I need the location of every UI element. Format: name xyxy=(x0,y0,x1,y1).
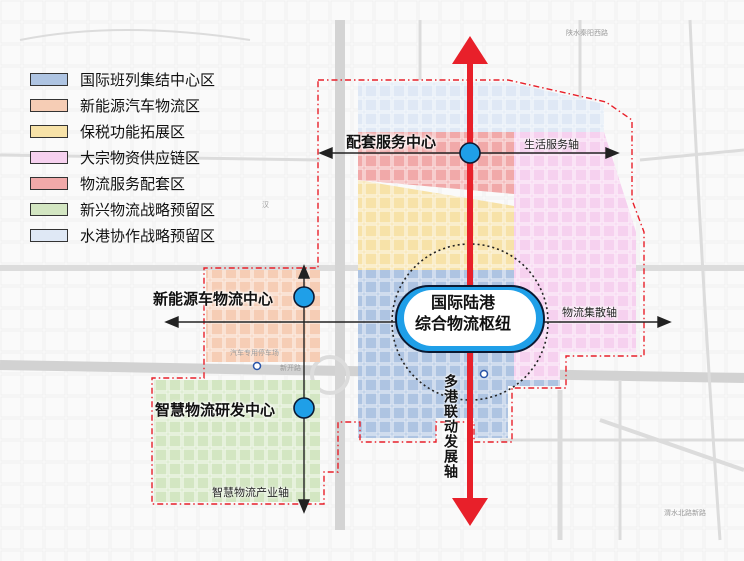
legend-label: 国际班列集结中心区 xyxy=(80,70,216,89)
legend-swatch xyxy=(30,202,68,216)
legend-label: 物流服务配套区 xyxy=(80,174,186,193)
legend-item: 新兴物流战略预留区 xyxy=(30,196,215,222)
legend-item: 物流服务配套区 xyxy=(30,170,215,196)
map-label-auto-park: 汽车专用停车场 xyxy=(230,349,279,357)
legend-item: 新能源汽车物流区 xyxy=(30,92,215,118)
legend-label: 大宗物资供应链区 xyxy=(80,148,201,167)
legend-label: 水港协作战略预留区 xyxy=(80,226,216,245)
hub-label: 国际陆港 综合物流枢纽 xyxy=(404,292,522,334)
nev-center-label: 新能源车物流中心 xyxy=(153,290,274,308)
station-marker xyxy=(252,361,262,371)
legend-swatch xyxy=(30,228,68,242)
legend-swatch xyxy=(30,176,68,190)
legend-swatch xyxy=(30,150,68,164)
legend-swatch xyxy=(30,98,68,112)
smart-center-label: 智慧物流研发中心 xyxy=(155,401,276,419)
logistics-distribution-axis-label: 物流集散轴 xyxy=(562,306,617,319)
zone-bonded-expansion xyxy=(358,180,514,270)
hub-label-line1: 国际陆港 xyxy=(430,293,495,312)
legend-label: 新兴物流战略预留区 xyxy=(80,200,216,219)
map-label-road-west: 新开路 xyxy=(280,364,301,372)
map-label-top-right: 陕水秦阳西路 xyxy=(566,29,608,37)
smart-industry-axis-label: 智慧物流产业轴 xyxy=(212,486,289,499)
zone-new-energy-vehicle xyxy=(206,270,320,362)
legend-swatch xyxy=(30,124,68,138)
hub-label-line2: 综合物流枢纽 xyxy=(414,314,511,333)
legend-label: 保税功能拓展区 xyxy=(80,122,186,141)
service-center-label: 配套服务中心 xyxy=(346,133,437,151)
hub-badge xyxy=(395,285,545,353)
planning-boundary xyxy=(151,79,645,505)
multi-port-axis-label: 多港联动发展轴 xyxy=(442,374,458,479)
living-service-axis-label: 生活服务轴 xyxy=(524,138,579,151)
zone-emerging-logistics-reserve xyxy=(154,380,320,502)
legend-swatch xyxy=(30,72,68,86)
legend-item: 水港协作战略预留区 xyxy=(30,222,215,248)
main-red-axis xyxy=(452,36,488,526)
nev-center-node xyxy=(293,286,315,308)
map-label-road-mid: 汉 xyxy=(262,201,269,209)
station-marker xyxy=(479,369,489,379)
legend: 国际班列集结中心区新能源汽车物流区保税功能拓展区大宗物资供应链区物流服务配套区新… xyxy=(30,66,215,248)
legend-item: 大宗物资供应链区 xyxy=(30,144,215,170)
legend-label: 新能源汽车物流区 xyxy=(80,96,201,115)
legend-item: 保税功能拓展区 xyxy=(30,118,215,144)
smart-industry-axis xyxy=(297,264,311,514)
legend-item: 国际班列集结中心区 xyxy=(30,66,215,92)
smart-center-node xyxy=(293,397,315,419)
service-center-node xyxy=(459,142,481,164)
map-label-bottom-right: 渭水北路新路 xyxy=(664,509,706,517)
zone-water-port-reserve xyxy=(358,82,604,132)
